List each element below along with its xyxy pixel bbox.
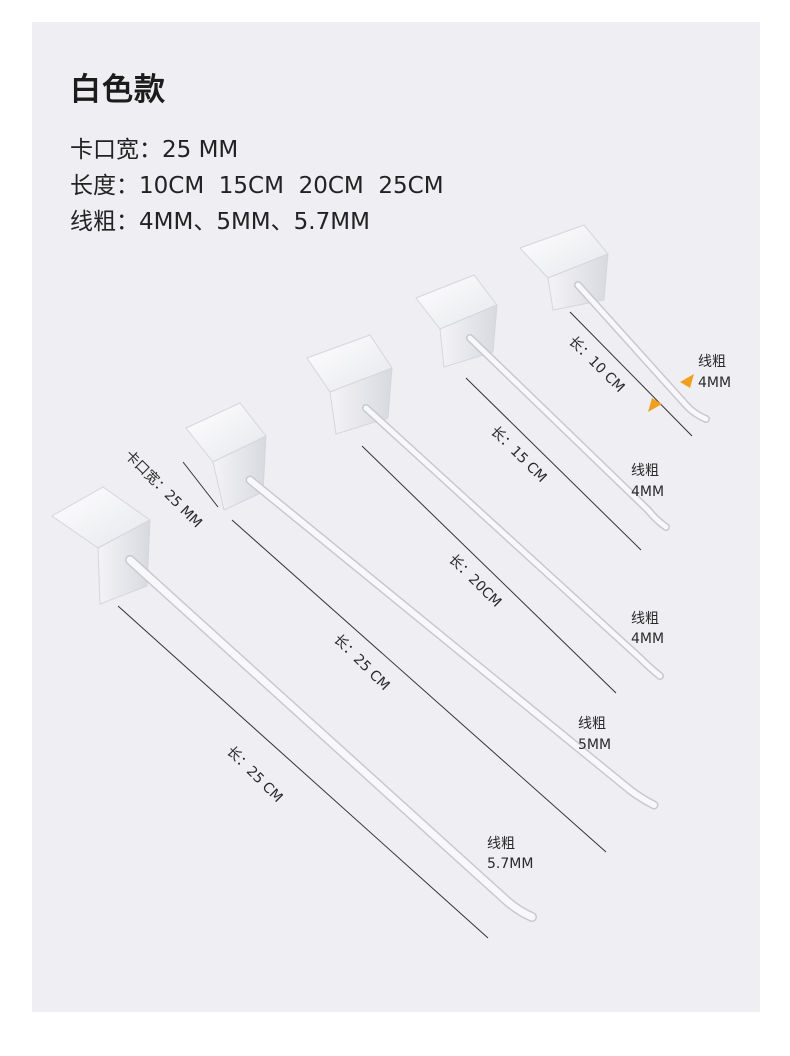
spec-length: 长度：10CM 15CM 20CM 25CM (70, 166, 444, 200)
thickness-label-hook3: 线粗 (631, 611, 659, 627)
spec-value: 25 MM (162, 137, 239, 163)
hook-25cm-5mm (185, 402, 659, 853)
spec-label: 长度： (70, 173, 139, 199)
hook-25cm-5.7mm (51, 486, 537, 939)
length-label-hook3: 长：20CM (445, 552, 504, 611)
thickness-value-hook4: 4MM (631, 484, 664, 500)
thickness-label-hook2: 线粗 (578, 716, 606, 732)
thickness-label-hook5: 线粗 (698, 354, 726, 370)
length-label-hook5: 长：10 CM (565, 334, 627, 396)
hook-20cm (306, 334, 664, 694)
thickness-label-hook1: 线粗 (487, 836, 515, 852)
thickness-value-hook2: 5MM (578, 737, 611, 753)
spec-value: 10CM 15CM 20CM 25CM (139, 173, 444, 199)
spec-value: 4MM、5MM、5.7MM (139, 209, 370, 235)
spec-thickness: 线粗：4MM、5MM、5.7MM (70, 202, 370, 236)
length-label-hook2: 长：25 CM (330, 632, 392, 694)
spec-clip-width: 卡口宽：25 MM (70, 130, 238, 164)
product-panel (32, 22, 760, 1012)
thickness-arrow-icon (648, 374, 694, 412)
length-label-hook4: 长：15 CM (487, 424, 549, 486)
spec-label: 卡口宽： (70, 137, 162, 163)
spec-label: 线粗： (70, 209, 139, 235)
thickness-value-hook3: 4MM (631, 631, 664, 647)
thickness-value-hook1: 5.7MM (487, 856, 533, 872)
product-title: 白色款 (70, 72, 166, 108)
hook-15cm (415, 274, 670, 551)
length-label-hook1: 长：25 CM (223, 744, 285, 806)
thickness-label-hook4: 线粗 (631, 463, 659, 479)
clip-width-dimension-line (182, 461, 219, 508)
hook-10cm (519, 224, 710, 437)
thickness-value-hook5: 4MM (698, 375, 731, 391)
